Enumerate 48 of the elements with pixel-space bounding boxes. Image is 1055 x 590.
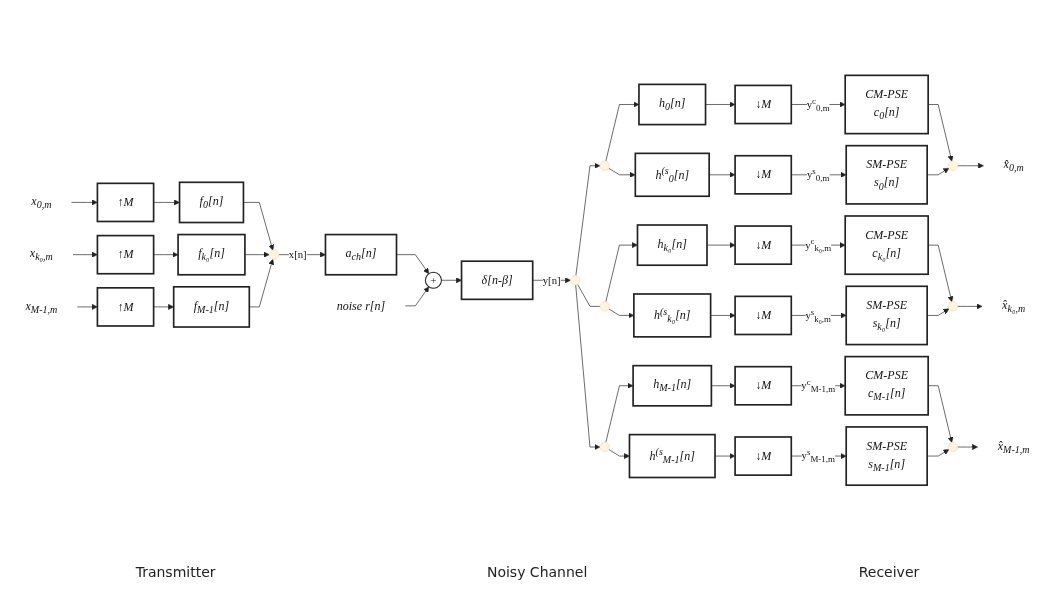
- node-circle: +: [424, 271, 442, 289]
- node-box: h$_{M-1}$[n]: [632, 364, 713, 407]
- section-label: Transmitter: [135, 564, 216, 580]
- node-box: ↓M: [734, 224, 793, 265]
- node-text: x$_{M-1,m}$: [25, 298, 58, 315]
- node-box: h$_{k₀}$[n]: [636, 223, 708, 266]
- node-box: ↑M: [96, 234, 155, 275]
- connector: [577, 283, 601, 307]
- node-box: ↓M: [734, 365, 793, 406]
- node-box: f$_{k₀}$[n]: [177, 233, 246, 276]
- section-label: Noisy Channel: [486, 564, 588, 580]
- node-box: CM-PSE c$_{k₀}$[n]: [844, 214, 929, 275]
- node-box: CM-PSE c$_{0}$[n]: [844, 74, 929, 135]
- node-circle: [269, 249, 280, 260]
- node-box: CM-PSE c$_{M-1}$[n]: [844, 355, 929, 416]
- edge-label: x[n]: [288, 248, 307, 260]
- node-box: SM-PSE s$_{k₀}$[n]: [845, 285, 928, 346]
- node-circle: [947, 441, 958, 452]
- node-circle: [947, 160, 958, 171]
- node-circle: [599, 441, 610, 452]
- node-box: SM-PSE s$_{0}$[n]: [845, 144, 928, 205]
- node-box: SM-PSE s$_{M-1}$[n]: [845, 425, 928, 486]
- node-box: f$_{M-1}$[n]: [172, 285, 251, 328]
- node-text: x$_{k₀,m}$: [29, 246, 53, 263]
- node-text: x̂$_{k₀,m}$: [1002, 298, 1026, 314]
- node-circle: [570, 274, 581, 285]
- node-box: h$^{(s}$$_{M-1}$[n]: [628, 433, 716, 479]
- node-circle: [947, 301, 958, 312]
- node-box: ↓M: [734, 435, 793, 476]
- node-text: noise r[n]: [336, 298, 386, 312]
- node-box: δ[n-β]: [460, 260, 534, 300]
- node-box: f$_{0}$[n]: [178, 181, 245, 224]
- node-box: ↓M: [734, 84, 793, 125]
- node-box: h$^{(s}$$_{0}$[n]: [634, 152, 710, 197]
- node-box: ↑M: [96, 182, 155, 223]
- node-box: ↑M: [96, 286, 155, 327]
- node-box: ↓M: [734, 154, 793, 195]
- node-text: x̂$_{0,m}$: [1003, 157, 1024, 174]
- node-text: x$_{0,m}$: [31, 194, 52, 210]
- node-box: h$^{(s}$$_{k₀}$[n]: [633, 292, 712, 338]
- edge-label: y[n]: [542, 273, 561, 286]
- node-box: ↓M: [734, 295, 793, 336]
- node-box: h$_{0}$[n]: [638, 83, 707, 126]
- node-box: a$_{ch}$[n]: [324, 233, 398, 276]
- node-text: x̂$_{M-1,m}$: [997, 438, 1030, 455]
- node-circle: [599, 301, 610, 312]
- node-circle: [599, 160, 610, 171]
- section-label: Receiver: [858, 564, 920, 580]
